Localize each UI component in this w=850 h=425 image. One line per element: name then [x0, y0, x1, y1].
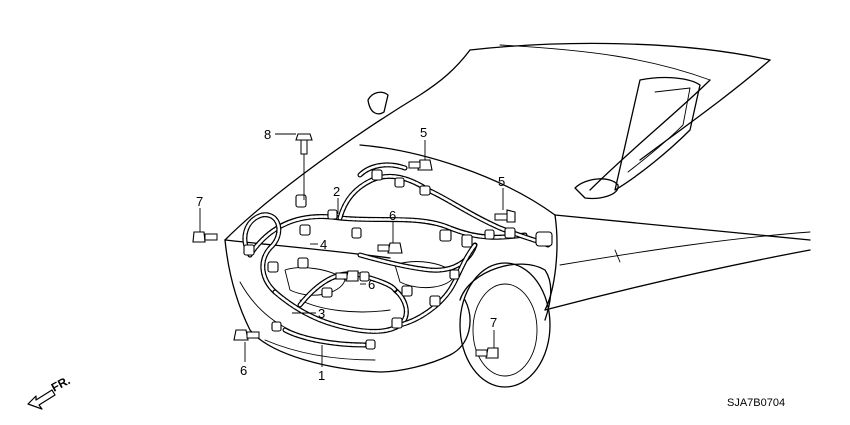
front-direction-indicator: FR. — [27, 373, 72, 410]
callout-4: 4 — [320, 237, 327, 252]
callout-3: 3 — [318, 306, 325, 321]
bolt-6-middle — [335, 270, 359, 282]
callout-7-left: 7 — [196, 194, 203, 209]
callout-6-middle: 6 — [368, 277, 375, 292]
callout-2: 2 — [333, 184, 340, 199]
bolt-5-right — [494, 209, 516, 223]
callout-8: 8 — [264, 127, 271, 142]
bolt-5-upper — [408, 159, 433, 171]
leader-lines — [199, 133, 504, 367]
callout-6-upper: 6 — [389, 208, 396, 223]
callout-7-right: 7 — [490, 315, 497, 330]
bolt-8 — [295, 133, 313, 155]
vehicle-body-outline — [224, 42, 811, 388]
callout-1: 1 — [318, 368, 325, 383]
engine-wire-harness — [242, 162, 553, 350]
callout-6-lower: 6 — [240, 363, 247, 378]
callout-5-right: 5 — [498, 174, 505, 189]
front-arrow-icon — [27, 389, 56, 410]
bolt-7-left — [192, 231, 218, 243]
drawing-code: SJA7B0704 — [727, 397, 785, 409]
bolt-6-lower — [233, 329, 260, 341]
bolt-6-upper — [377, 242, 403, 254]
callout-5-upper: 5 — [420, 125, 427, 140]
bolt-7-right — [475, 347, 499, 359]
